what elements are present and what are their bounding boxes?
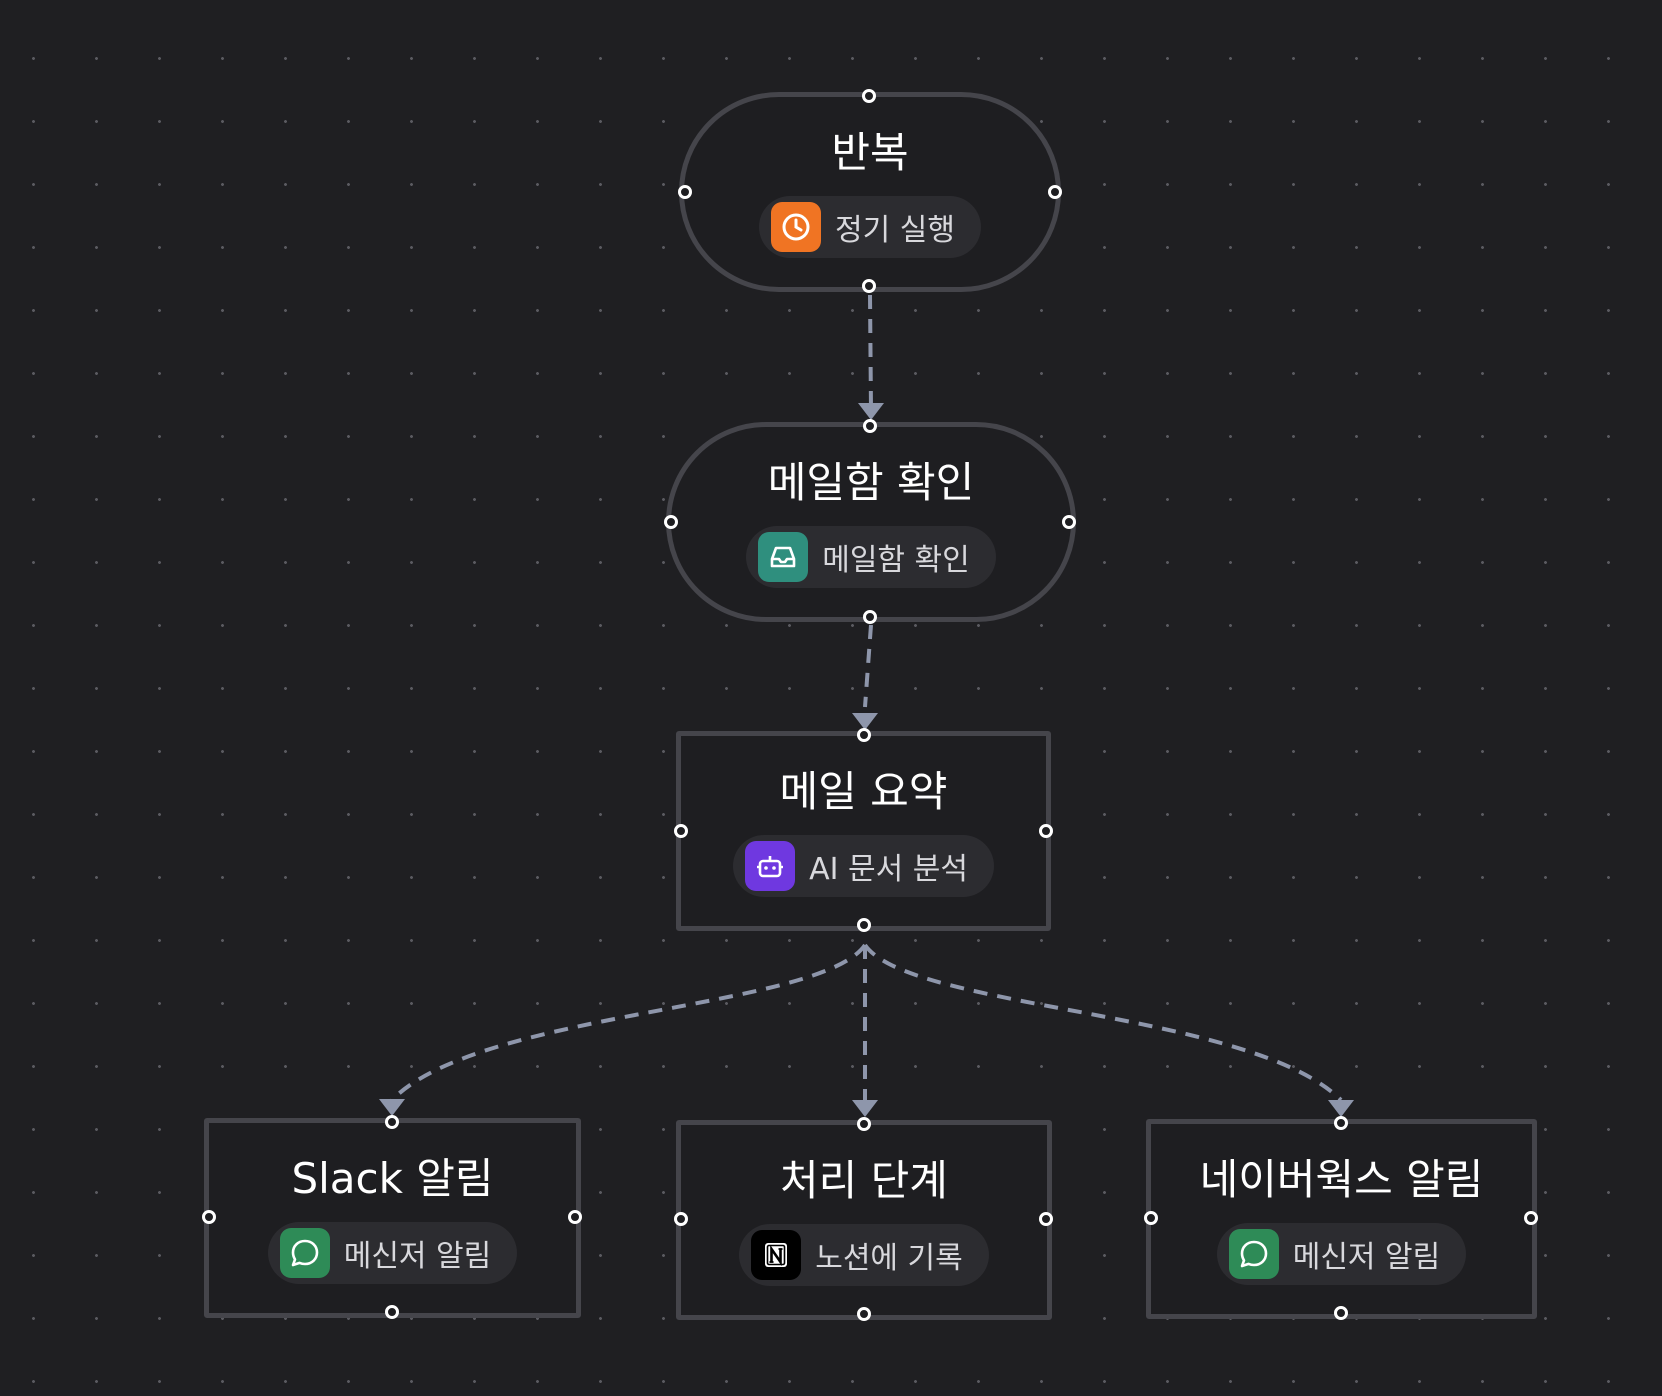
- tag-label: AI 문서 분석: [809, 852, 968, 887]
- node-action-tag[interactable]: 노션에 기록: [739, 1224, 989, 1286]
- handle-top[interactable]: [862, 89, 876, 103]
- handle-left[interactable]: [678, 185, 692, 199]
- handle-bottom[interactable]: [385, 1305, 399, 1319]
- node-action-tag[interactable]: 메신저 알림: [1216, 1223, 1467, 1285]
- handle-left[interactable]: [202, 1210, 216, 1224]
- handle-bottom[interactable]: [1334, 1306, 1348, 1320]
- edge-inbox-summary[interactable]: [863, 624, 873, 708]
- node-action-tag[interactable]: 메일함 확인: [746, 526, 996, 588]
- handle-bottom[interactable]: [863, 610, 877, 624]
- handle-right[interactable]: [1039, 1212, 1053, 1226]
- arrowhead-summary: [852, 713, 878, 730]
- tag-label: 노션에 기록: [815, 1241, 963, 1276]
- handle-top[interactable]: [385, 1115, 399, 1129]
- node-slack-alert[interactable]: Slack 알림 메신저 알림: [204, 1118, 581, 1318]
- handle-bottom[interactable]: [857, 918, 871, 932]
- node-title: 네이버웍스 알림: [1199, 1155, 1484, 1204]
- clock-icon: [771, 202, 822, 252]
- tag-label: 메신저 알림: [343, 1239, 492, 1274]
- node-action-tag[interactable]: AI 문서 분석: [733, 835, 994, 897]
- handle-right[interactable]: [1524, 1211, 1538, 1225]
- handle-top[interactable]: [863, 419, 877, 433]
- chat-bubble-icon: [1228, 1229, 1279, 1279]
- node-mail-summary[interactable]: 메일 요약 AI 문서 분석: [676, 731, 1051, 931]
- node-title: 메일 요약: [779, 767, 948, 816]
- arrowhead-naver: [1328, 1100, 1354, 1117]
- edge-repeat-inbox[interactable]: [868, 294, 873, 411]
- node-action-tag[interactable]: 메신저 알림: [267, 1222, 518, 1284]
- chat-bubble-icon: [279, 1228, 330, 1278]
- tag-label: 메신저 알림: [1292, 1240, 1441, 1275]
- handle-left[interactable]: [664, 515, 678, 529]
- handle-top[interactable]: [857, 728, 871, 742]
- handle-top[interactable]: [857, 1117, 871, 1131]
- notion-icon: [751, 1230, 802, 1280]
- node-title: Slack 알림: [291, 1154, 494, 1203]
- node-naverworks-alert[interactable]: 네이버웍스 알림 메신저 알림: [1146, 1119, 1537, 1319]
- handle-bottom[interactable]: [862, 279, 876, 293]
- robot-icon: [745, 841, 796, 891]
- node-inbox-check[interactable]: 메일함 확인 메일함 확인: [666, 422, 1076, 622]
- handle-left[interactable]: [674, 1212, 688, 1226]
- edge-summary-slack[interactable]: [390, 943, 867, 1102]
- handle-left[interactable]: [674, 824, 688, 838]
- inbox-icon: [758, 532, 809, 582]
- handle-right[interactable]: [1062, 515, 1076, 529]
- arrowhead-inbox: [858, 403, 884, 420]
- edge-summary-naver[interactable]: [863, 943, 1343, 1102]
- handle-top[interactable]: [1334, 1116, 1348, 1130]
- node-process-step[interactable]: 처리 단계 노션에 기록: [676, 1120, 1052, 1320]
- handle-bottom[interactable]: [857, 1307, 871, 1321]
- node-repeat[interactable]: 반복 정기 실행: [679, 92, 1061, 292]
- handle-right[interactable]: [1048, 185, 1062, 199]
- tag-label: 정기 실행: [835, 213, 955, 248]
- tag-label: 메일함 확인: [822, 543, 970, 578]
- handle-right[interactable]: [568, 1210, 582, 1224]
- node-title: 처리 단계: [780, 1156, 948, 1205]
- node-action-tag[interactable]: 정기 실행: [759, 196, 981, 258]
- arrowhead-process: [852, 1100, 878, 1117]
- node-title: 메일함 확인: [767, 458, 975, 507]
- arrowhead-slack: [379, 1099, 405, 1116]
- handle-right[interactable]: [1039, 824, 1053, 838]
- handle-left[interactable]: [1144, 1211, 1158, 1225]
- node-title: 반복: [831, 128, 909, 177]
